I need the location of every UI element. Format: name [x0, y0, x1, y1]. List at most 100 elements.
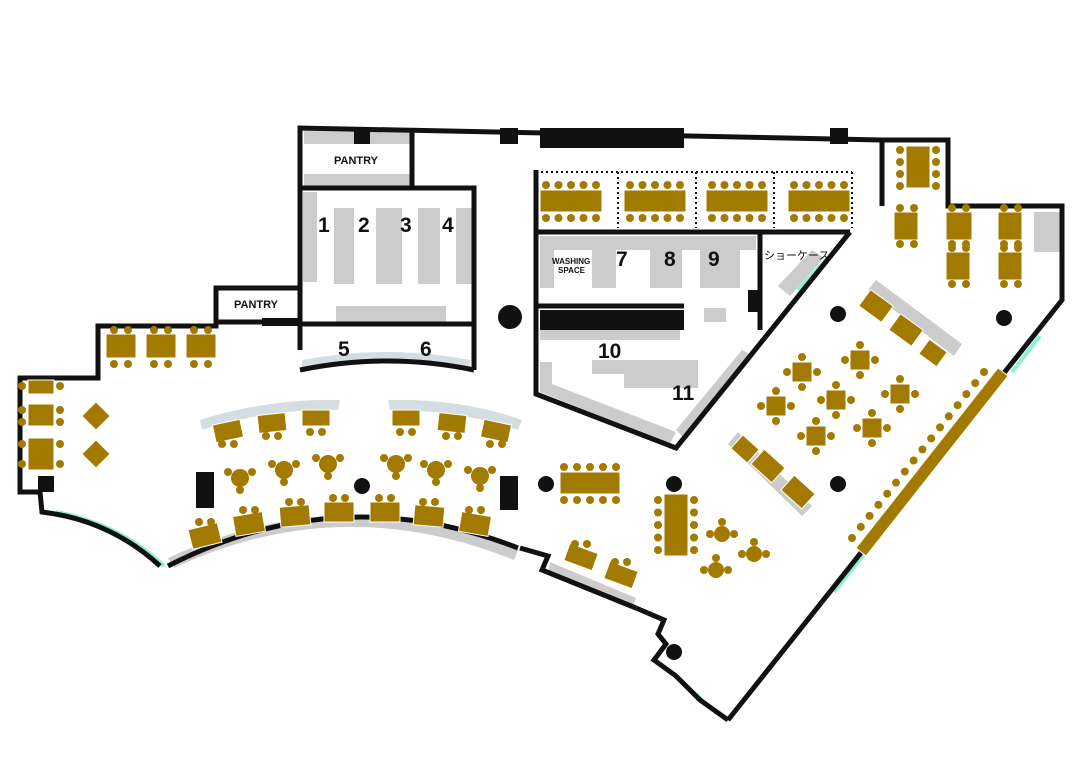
- chair: [980, 368, 988, 376]
- chair: [690, 533, 698, 542]
- chair: [218, 440, 226, 448]
- chair: [18, 382, 26, 390]
- table: [457, 510, 493, 538]
- chair: [892, 478, 900, 487]
- chair: [868, 439, 876, 447]
- chair: [962, 280, 970, 288]
- room-4-label: 4: [442, 214, 454, 237]
- chair: [758, 214, 766, 222]
- chair: [195, 518, 203, 526]
- chair: [573, 463, 581, 471]
- chair: [1014, 244, 1022, 252]
- chair: [690, 508, 698, 517]
- chair: [488, 466, 496, 474]
- table: [663, 493, 689, 557]
- chair: [442, 432, 450, 440]
- chair: [297, 498, 305, 506]
- chair: [626, 214, 634, 222]
- chair: [654, 533, 662, 542]
- chair: [651, 214, 659, 222]
- chair: [708, 214, 716, 222]
- chair: [318, 428, 326, 436]
- chair: [56, 406, 64, 414]
- chair: [571, 540, 579, 548]
- table: [27, 379, 55, 395]
- chair: [813, 368, 821, 376]
- chair: [1000, 244, 1008, 252]
- table: [997, 211, 1023, 241]
- room-7-label: 7: [616, 248, 628, 271]
- table: [858, 288, 894, 324]
- chair: [871, 356, 879, 364]
- chair: [454, 432, 462, 440]
- table: [256, 412, 288, 434]
- column: [830, 306, 846, 322]
- chair: [827, 432, 835, 440]
- table: [145, 333, 177, 359]
- chair: [883, 489, 892, 498]
- room-9-label: 9: [708, 248, 720, 271]
- chair: [341, 494, 349, 502]
- chair: [207, 518, 215, 526]
- chair: [498, 440, 506, 448]
- chair: [932, 146, 940, 154]
- chair: [560, 496, 568, 504]
- chair: [911, 390, 919, 398]
- chair: [896, 204, 904, 212]
- chair: [477, 506, 485, 514]
- chair: [306, 428, 314, 436]
- chair: [840, 214, 848, 222]
- chair: [848, 534, 856, 542]
- table: [81, 401, 111, 431]
- chair: [124, 326, 132, 334]
- chair: [396, 428, 404, 436]
- chair: [579, 214, 588, 222]
- chair: [476, 484, 484, 492]
- chair: [856, 341, 864, 349]
- chair: [336, 454, 344, 462]
- chair: [592, 214, 600, 222]
- chairs: [18, 146, 1022, 574]
- table: [301, 409, 331, 427]
- chair: [554, 181, 563, 189]
- table: [825, 389, 847, 411]
- chair: [583, 540, 591, 548]
- chair: [720, 181, 729, 189]
- chair: [542, 181, 550, 189]
- table: [918, 338, 948, 368]
- chair: [896, 405, 904, 413]
- washing-label-1: WASHING: [552, 257, 590, 266]
- chair: [853, 424, 861, 432]
- chair: [329, 494, 337, 502]
- chair: [962, 204, 970, 212]
- chair: [832, 411, 840, 419]
- chair: [874, 500, 883, 509]
- chair: [827, 214, 836, 222]
- chair: [204, 326, 212, 334]
- table: [559, 471, 621, 495]
- room-6-label: 6: [420, 338, 432, 361]
- chair: [738, 550, 746, 558]
- chair: [757, 402, 765, 410]
- chair: [772, 417, 780, 425]
- chair: [248, 468, 256, 476]
- chair: [856, 522, 865, 531]
- chair: [971, 379, 980, 388]
- chair: [623, 558, 631, 566]
- chair: [718, 518, 726, 526]
- chair: [896, 146, 904, 154]
- table: [187, 522, 223, 550]
- chair: [204, 360, 212, 368]
- chair: [486, 440, 494, 448]
- chair: [420, 460, 428, 468]
- chair: [654, 508, 662, 517]
- chair: [690, 546, 698, 554]
- table: [780, 474, 816, 510]
- chair: [464, 466, 472, 474]
- chair: [790, 214, 798, 222]
- table: [905, 145, 931, 189]
- room-2-label: 2: [358, 214, 370, 237]
- table: [791, 361, 813, 383]
- chair: [932, 170, 940, 178]
